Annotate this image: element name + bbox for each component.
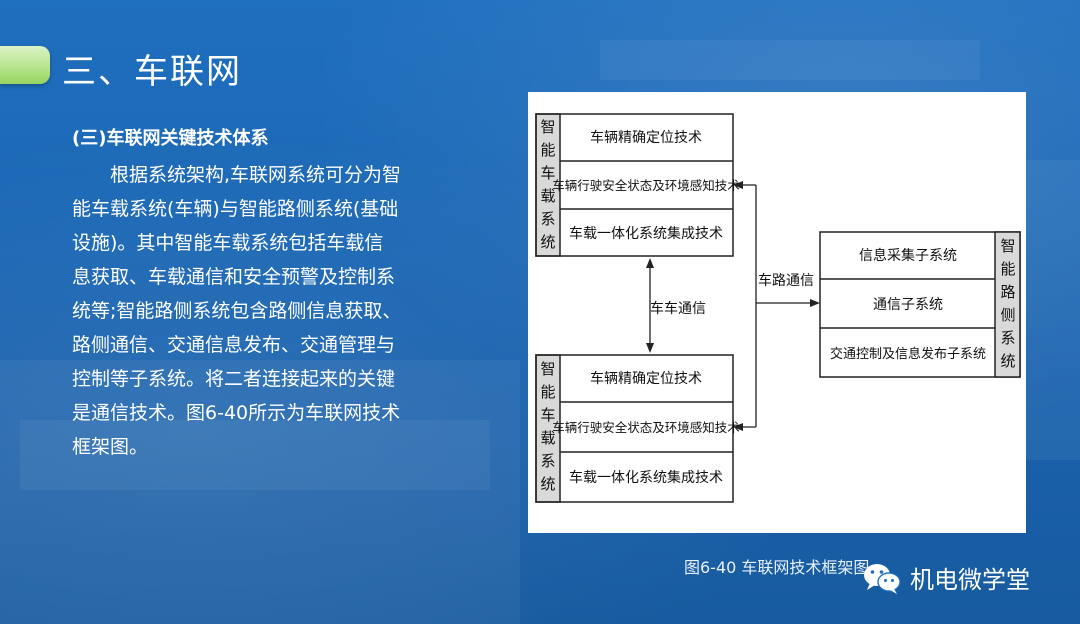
v2v-arrow [646, 258, 654, 353]
vehicle-module-label: 车辆行驶安全状态及环境感知技术 [552, 420, 740, 435]
vehicle-module-label: 车辆行驶安全状态及环境感知技术 [552, 178, 740, 193]
roadside-system-label-column [994, 231, 1021, 378]
v2r-label: 车路通信 [758, 272, 814, 289]
watermark-label: 机电微学堂 [910, 566, 1030, 594]
vehicle-system-label-char: 车 [540, 406, 555, 424]
title-accent-bar [0, 46, 50, 84]
roadside-system-label-char: 统 [1000, 352, 1015, 370]
vehicle-system-upper: 智 能 车 载 系 统 车辆精确定位技术 车辆行驶安全状态及环境感知技术 车载一… [535, 113, 740, 257]
vehicle-system-label-char: 载 [540, 187, 555, 205]
body-paragraph: 根据系统架构,车联网系统可分为智能车载系统(车辆)与智能路侧系统(基础设施)。其… [72, 164, 402, 458]
vehicle-module-label: 车辆精确定位技术 [590, 129, 702, 146]
vehicle-system-lower: 智 能 车 载 系 统 车辆精确定位技术 车辆行驶安全状态及环境感知技术 车载一… [535, 354, 740, 503]
vehicle-system-label-char: 系 [540, 210, 555, 228]
roadside-system-label-char: 智 [1000, 237, 1015, 255]
vehicle-system-label-char: 系 [540, 452, 555, 470]
roadside-system-label-char: 路 [1000, 283, 1015, 301]
vehicle-system-label-char: 统 [540, 233, 555, 251]
vehicle-system-label-char: 载 [540, 429, 555, 447]
roadside-system: 智 能 路 侧 系 统 信息采集子系统 通信子系统 交通控制及信息发布子系统 [819, 231, 1021, 378]
vehicle-system-label-char: 车 [540, 164, 555, 182]
wechat-icon [862, 561, 902, 595]
framework-diagram-svg: 智 能 车 载 系 统 车辆精确定位技术 车辆行驶安全状态及环境感知技术 车载一… [535, 113, 1021, 503]
vehicle-system-label-char: 统 [540, 475, 555, 493]
v2r-connector [733, 181, 820, 431]
roadside-system-label-char: 能 [1000, 260, 1015, 278]
section-heading: (三)车联网关键技术体系 [72, 128, 269, 149]
vehicle-system-label-char: 智 [540, 360, 555, 378]
vehicle-system-label-char: 能 [540, 141, 555, 159]
vehicle-module-label: 车载一体化系统集成技术 [569, 469, 723, 486]
vehicle-system-label-char: 智 [540, 118, 555, 136]
roadside-system-label-char: 侧 [1000, 306, 1015, 324]
roadside-module-label: 交通控制及信息发布子系统 [830, 346, 986, 362]
vehicle-system-frame [535, 354, 734, 503]
page-title: 三、车联网 [62, 52, 242, 92]
figure-caption: 图6-40 车联网技术框架图 [684, 558, 870, 577]
vehicle-module-label: 车辆精确定位技术 [590, 370, 702, 387]
roadside-module-label: 通信子系统 [873, 297, 943, 313]
roadside-module-label: 信息采集子系统 [859, 247, 957, 264]
vehicle-system-label-char: 能 [540, 383, 555, 401]
framework-diagram: 智 能 车 载 系 统 车辆精确定位技术 车辆行驶安全状态及环境感知技术 车载一… [528, 92, 1026, 533]
vehicle-module-label: 车载一体化系统集成技术 [569, 225, 723, 242]
v2v-label: 车车通信 [650, 300, 706, 317]
watermark: 机电微学堂 [862, 560, 1030, 595]
roadside-system-label-char: 系 [1000, 329, 1015, 347]
